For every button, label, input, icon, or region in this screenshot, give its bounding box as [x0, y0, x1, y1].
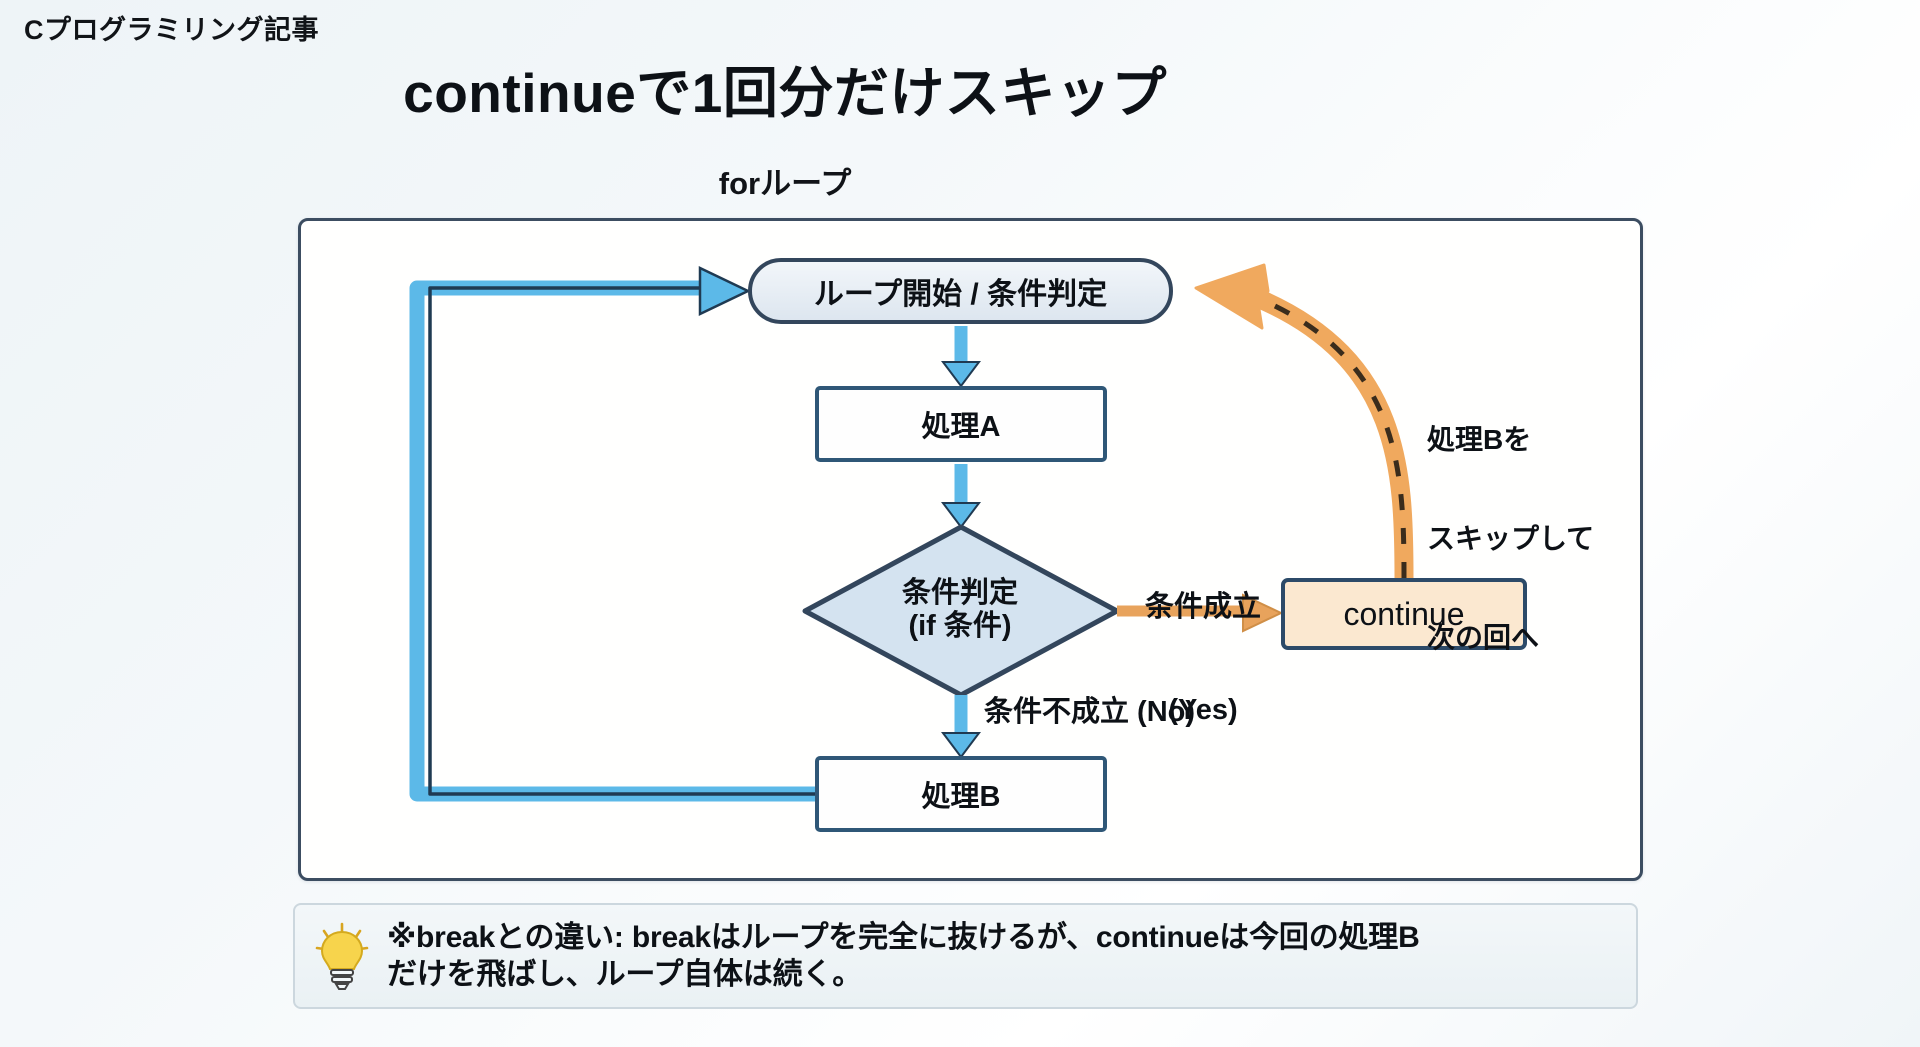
edge-label-skip: 処理Bを スキップして 次の回へ — [1427, 357, 1594, 720]
node-process-b-label: 処理B — [921, 781, 1001, 813]
edge-label-skip-line2: スキップして — [1427, 523, 1595, 555]
node-decision-label: 条件判定 (if 条件) — [830, 565, 1090, 655]
node-continue[interactable]: continue — [1281, 578, 1527, 650]
node-process-a-label: 処理A — [921, 411, 1001, 443]
edge-label-skip-line1: 処理Bを — [1427, 424, 1532, 456]
page-title: continueで1回分だけスキップ — [403, 62, 1167, 124]
edge-label-yes-line1: 条件成立 — [1144, 591, 1261, 624]
edge-label-no: 条件不成立 (No) — [984, 696, 1196, 728]
edge-label-skip-line3: 次の回へ — [1427, 622, 1540, 654]
breadcrumb: Cプログラミリング記事 — [24, 15, 319, 45]
footer-note-line2: だけを飛ばし、ループ自体は続く。 — [387, 958, 862, 991]
node-loop-start[interactable]: ループ開始 / 条件判定 — [748, 258, 1173, 324]
decision-label-line1: 条件判定 — [901, 576, 1018, 609]
loop-caption: forループ — [718, 166, 852, 201]
decision-label-line2: (if 条件) — [908, 610, 1012, 642]
node-process-b[interactable]: 処理B — [815, 756, 1107, 832]
node-continue-label: continue — [1343, 595, 1465, 632]
footer-note: ※breakとの違い: breakはループを完全に抜けるが、continueは今… — [293, 903, 1638, 1009]
footer-note-text: ※breakとの違い: breakはループを完全に抜けるが、continueは今… — [387, 919, 1420, 993]
edge-label-yes-line2: (Yes) — [1168, 694, 1238, 727]
lightbulb-icon — [315, 922, 369, 990]
footer-note-line1: ※breakとの違い: breakはループを完全に抜けるが、continueは今… — [387, 920, 1420, 954]
edge-label-yes: 条件成立 (Yes) — [1118, 522, 1288, 796]
node-process-a[interactable]: 処理A — [815, 386, 1107, 462]
node-loop-start-label: ループ開始 / 条件判定 — [813, 278, 1108, 311]
